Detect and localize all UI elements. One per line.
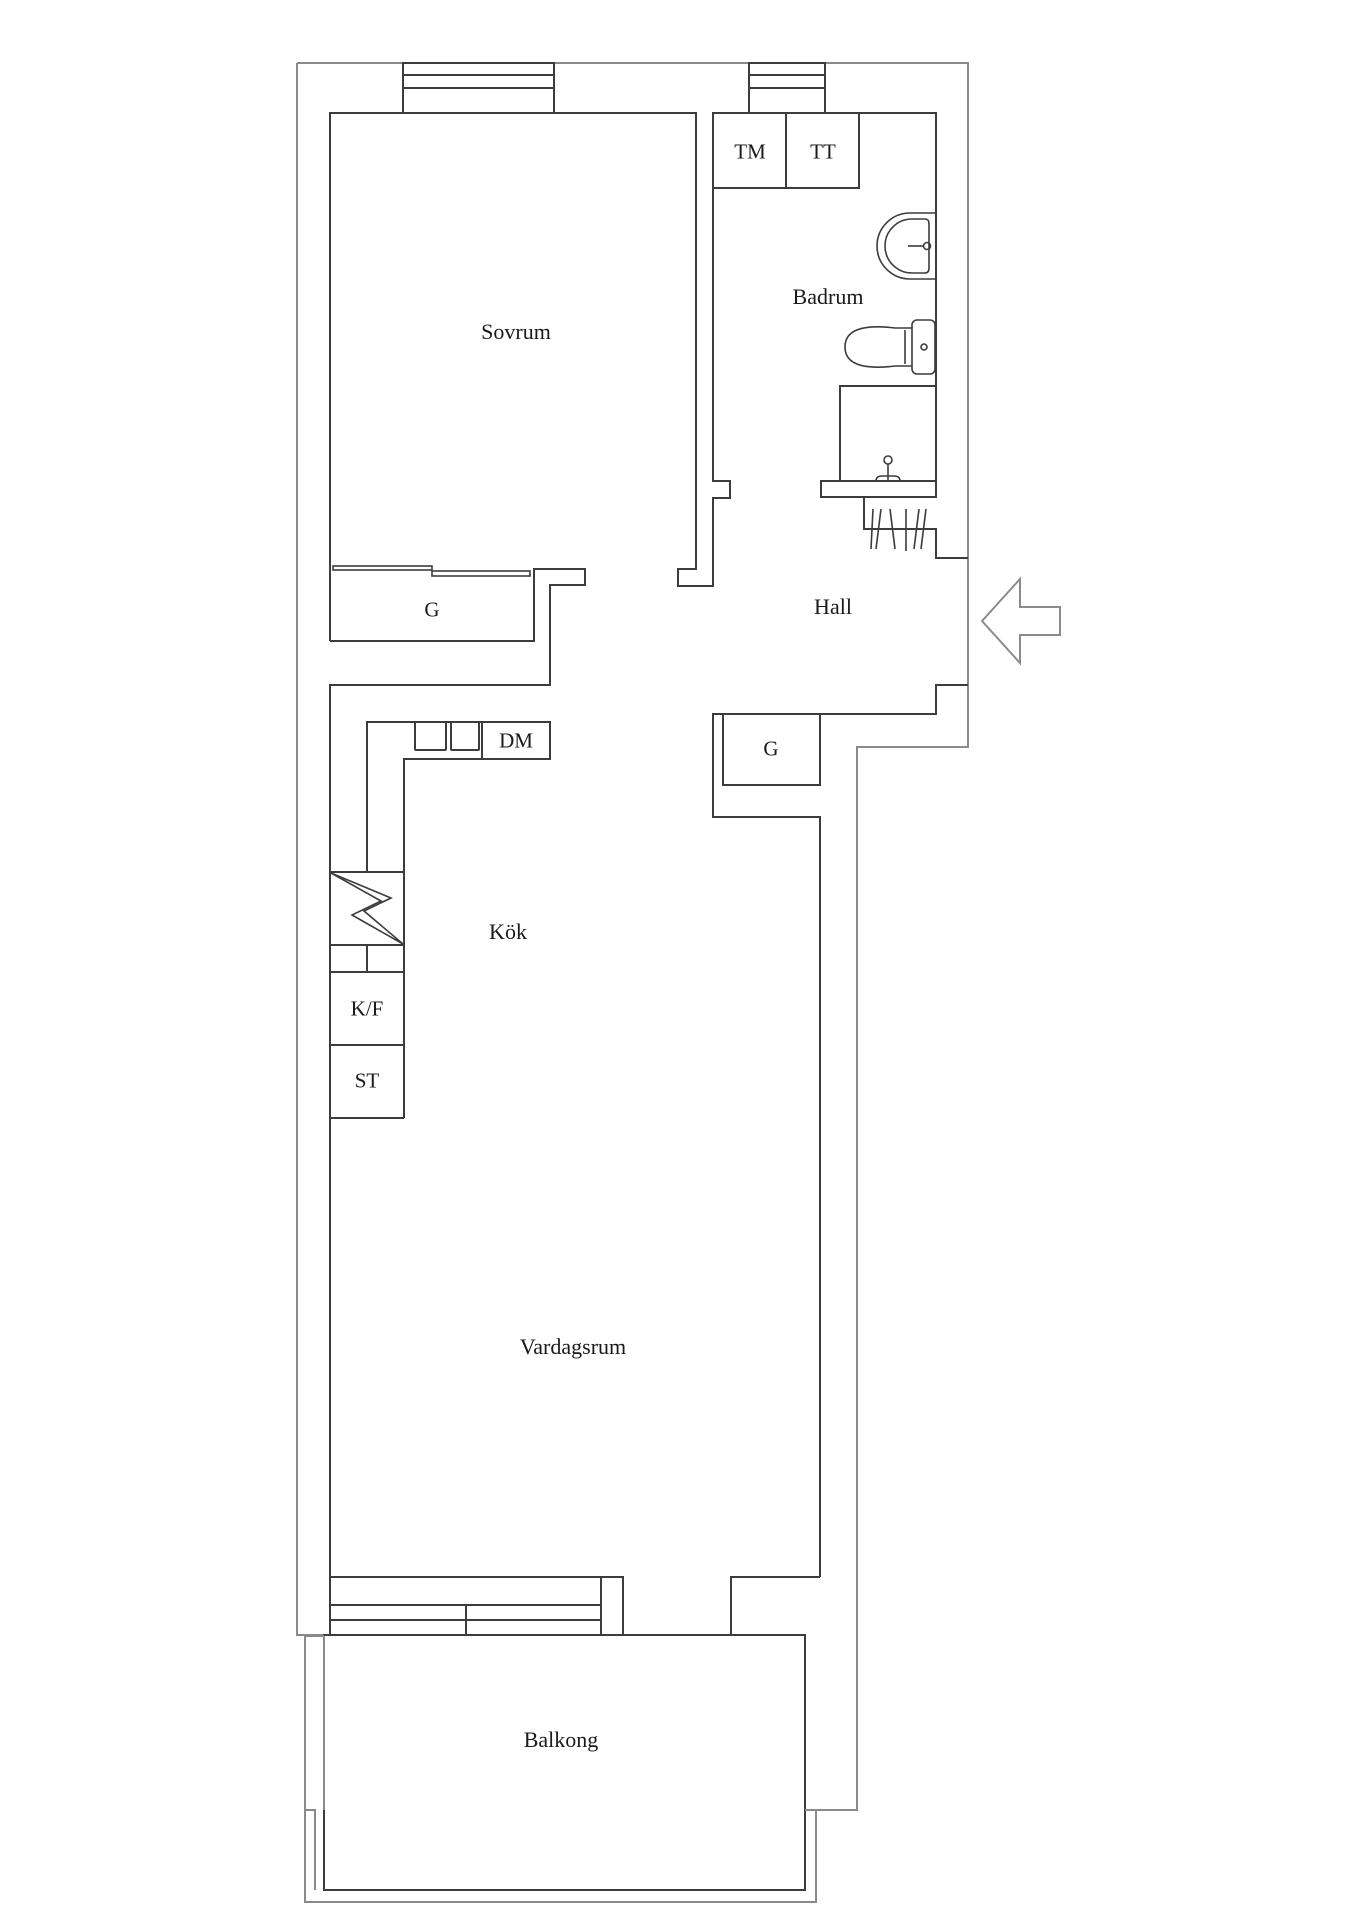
sliding-door-2 — [431, 570, 531, 577]
sliding-door-1 — [332, 565, 433, 571]
fixture-label-tm: TM — [734, 139, 766, 164]
shower-icon — [820, 385, 937, 498]
toilet-icon — [844, 319, 936, 375]
window-bathroom — [748, 62, 826, 114]
room-label-balkong: Balkong — [523, 1727, 599, 1752]
room-label-sovrum: Sovrum — [481, 319, 551, 344]
hat-shelf — [863, 497, 968, 559]
bedroom-wall — [329, 112, 731, 641]
hall-wardrobe — [722, 713, 821, 786]
window-balcony — [329, 1576, 624, 1636]
balcony — [304, 1634, 817, 1903]
tm-tt-units — [712, 112, 860, 189]
bedroom-wardrobe — [330, 568, 586, 686]
room-label-hall: Hall — [814, 594, 852, 619]
window-bedroom — [402, 62, 555, 114]
entrance-arrow-icon — [980, 576, 1061, 666]
stove-icon — [330, 872, 404, 945]
washbasin-icon — [876, 212, 936, 280]
room-label-vardagsrum: Vardagsrum — [519, 1334, 627, 1359]
fixture-label-fridge-freezer: K/F — [350, 996, 384, 1021]
fixture-label-wardrobe-bedroom: G — [424, 597, 440, 622]
room-label-badrum: Badrum — [792, 284, 864, 309]
room-label-kok: Kök — [489, 919, 527, 944]
kitchen-wall — [329, 684, 550, 1577]
fixture-label-storage: ST — [354, 1068, 380, 1093]
kitchen-counter — [330, 721, 551, 1119]
fixture-label-tt: TT — [810, 139, 836, 164]
fixture-label-dishwasher: DM — [499, 728, 533, 753]
fixture-label-wardrobe-hall: G — [763, 736, 779, 761]
living-wall — [730, 1576, 820, 1635]
outer-wall — [296, 62, 969, 1811]
hall-wall — [712, 684, 968, 1577]
